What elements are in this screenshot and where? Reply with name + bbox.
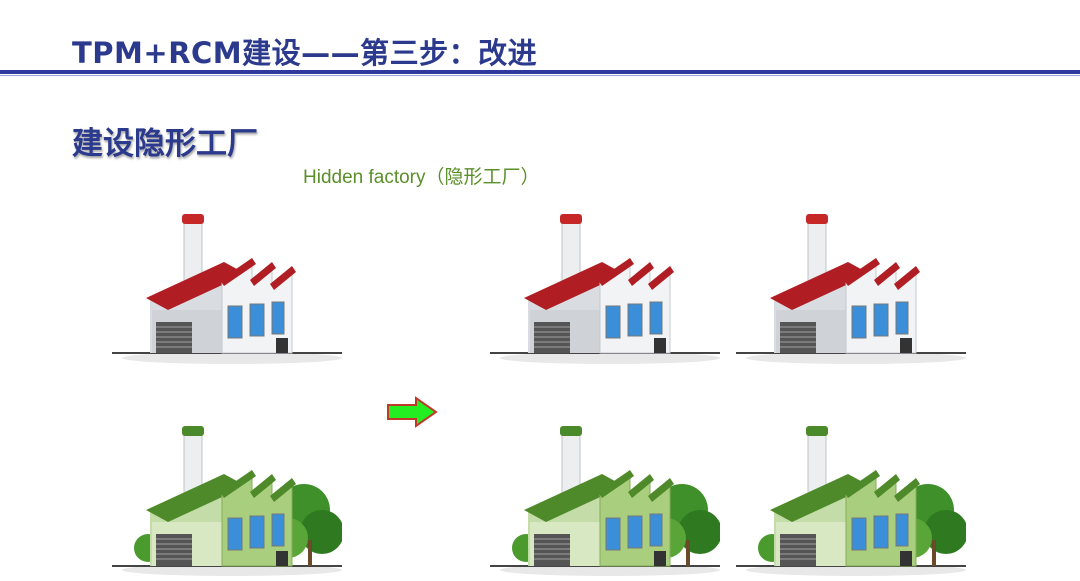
factory-green-trees-icon [736, 420, 966, 580]
header-divider-shadow [0, 75, 1080, 76]
factory-red-roof-icon [112, 210, 342, 370]
arrow-right-icon [387, 396, 438, 428]
factory-green-trees-icon [112, 420, 342, 580]
factory-green-trees-icon [490, 420, 720, 580]
page-title: TPM+RCM建设——第三步：改进 [72, 36, 538, 70]
section-title: 建设隐形工厂 [72, 126, 258, 162]
factory-red-roof-icon [490, 210, 720, 370]
caption-text: Hidden factory（隐形工厂） [303, 167, 540, 188]
header-divider [0, 70, 1080, 74]
factory-red-roof-icon [736, 210, 966, 370]
